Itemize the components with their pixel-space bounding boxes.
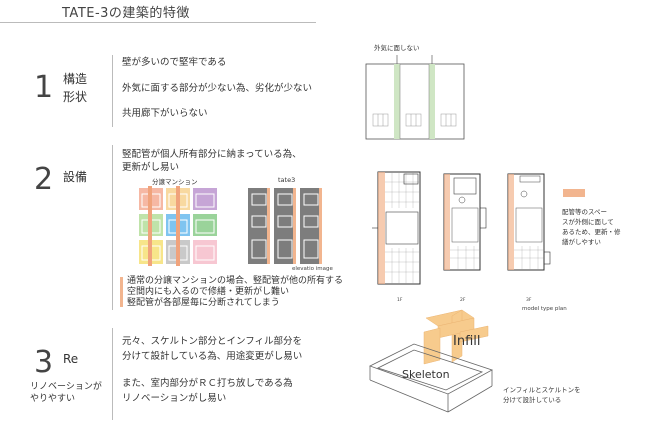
section-3-label: Re: [63, 352, 79, 366]
section-2-divider: [112, 145, 113, 310]
tate3-elevation: [248, 188, 322, 264]
bunjo-elevation: [139, 186, 217, 266]
section-1-label-line1: 構造: [63, 72, 88, 86]
section-2-note-1: 通常の分譲マンションの場合、竪配管が他の所有する: [127, 276, 344, 286]
plan-floor-3f: 3F: [526, 298, 532, 303]
section-3-number: 3: [34, 345, 54, 380]
section-3-text-2: 分けて設計している為、用途変更がし易い: [122, 351, 303, 362]
section-2-text-1: 竪配管が個人所有部分に納まっている為、: [122, 149, 302, 160]
section-1-text-1: 壁が多いので堅牢である: [122, 57, 227, 68]
floor-plan-2f: [443, 173, 487, 271]
pipe-legend-line-3: あるため、更新・修: [562, 228, 621, 236]
pipe-legend-line-2: スが外側に面して: [562, 218, 614, 226]
section-3-caption-1: インフィルとスケルトンを: [503, 386, 581, 394]
section-3-text-1: 元々、スケルトン部分とインフィル部分を: [122, 336, 303, 347]
skeleton-label: Skeleton: [402, 368, 450, 381]
plan-caption: model type plan: [522, 306, 567, 312]
section-2-number: 2: [34, 162, 54, 197]
section-1-divider: [112, 55, 113, 127]
section-3-caption-2: 分けて設計している: [503, 396, 562, 404]
section-2-note-3: 竪配管が各部屋毎に分断されてしまう: [127, 298, 280, 308]
section-1-text-2: 外気に面する部分が少ない為、劣化が少ない: [122, 83, 313, 94]
note-marker: [120, 277, 123, 307]
plan-floor-2f: 2F: [460, 298, 466, 303]
section-3-text-3: また、室内部分がＲＣ打ち放しである為: [122, 378, 293, 389]
bunjo-label: 分譲マンション: [152, 178, 198, 186]
section-3-sublabel-2: やりやすい: [30, 394, 76, 404]
floor-plan-3f: [507, 173, 551, 271]
floor-plan-1f: [372, 171, 421, 285]
section-1-label-line2: 形状: [63, 90, 88, 104]
diagram1-elevation: [365, 55, 465, 140]
section-1-number: 1: [34, 70, 54, 105]
plan-floor-1f: 1F: [397, 298, 403, 303]
pipe-legend-line-1: 配管等のスペー: [562, 208, 608, 216]
section-3-text-4: リノベーションがし易い: [122, 393, 227, 404]
diagram1-caption: 外気に面しない: [374, 44, 420, 52]
elevation-caption: elevatio image: [292, 266, 333, 272]
infill-label: Infill: [453, 334, 481, 349]
section-2-label: 設備: [63, 170, 88, 184]
section-3-sublabel-1: リノベーションが: [30, 382, 102, 392]
skeleton-infill-diagram: [368, 309, 493, 413]
section-3-divider: [112, 328, 113, 420]
page-title: TATE-3の建築的特徴: [62, 6, 190, 21]
tate3-label: tate3: [278, 176, 296, 184]
section-2-text-2: 更新がし易い: [122, 162, 180, 173]
section-2-note-2: 空間内にも入るので修繕・更新がし難い: [127, 287, 290, 297]
section-1-text-3: 共用廊下がいらない: [122, 108, 208, 119]
pipe-legend-swatch: [563, 189, 585, 197]
pipe-legend-line-4: 繕がしやすい: [562, 238, 601, 246]
title-underline: [0, 22, 316, 23]
